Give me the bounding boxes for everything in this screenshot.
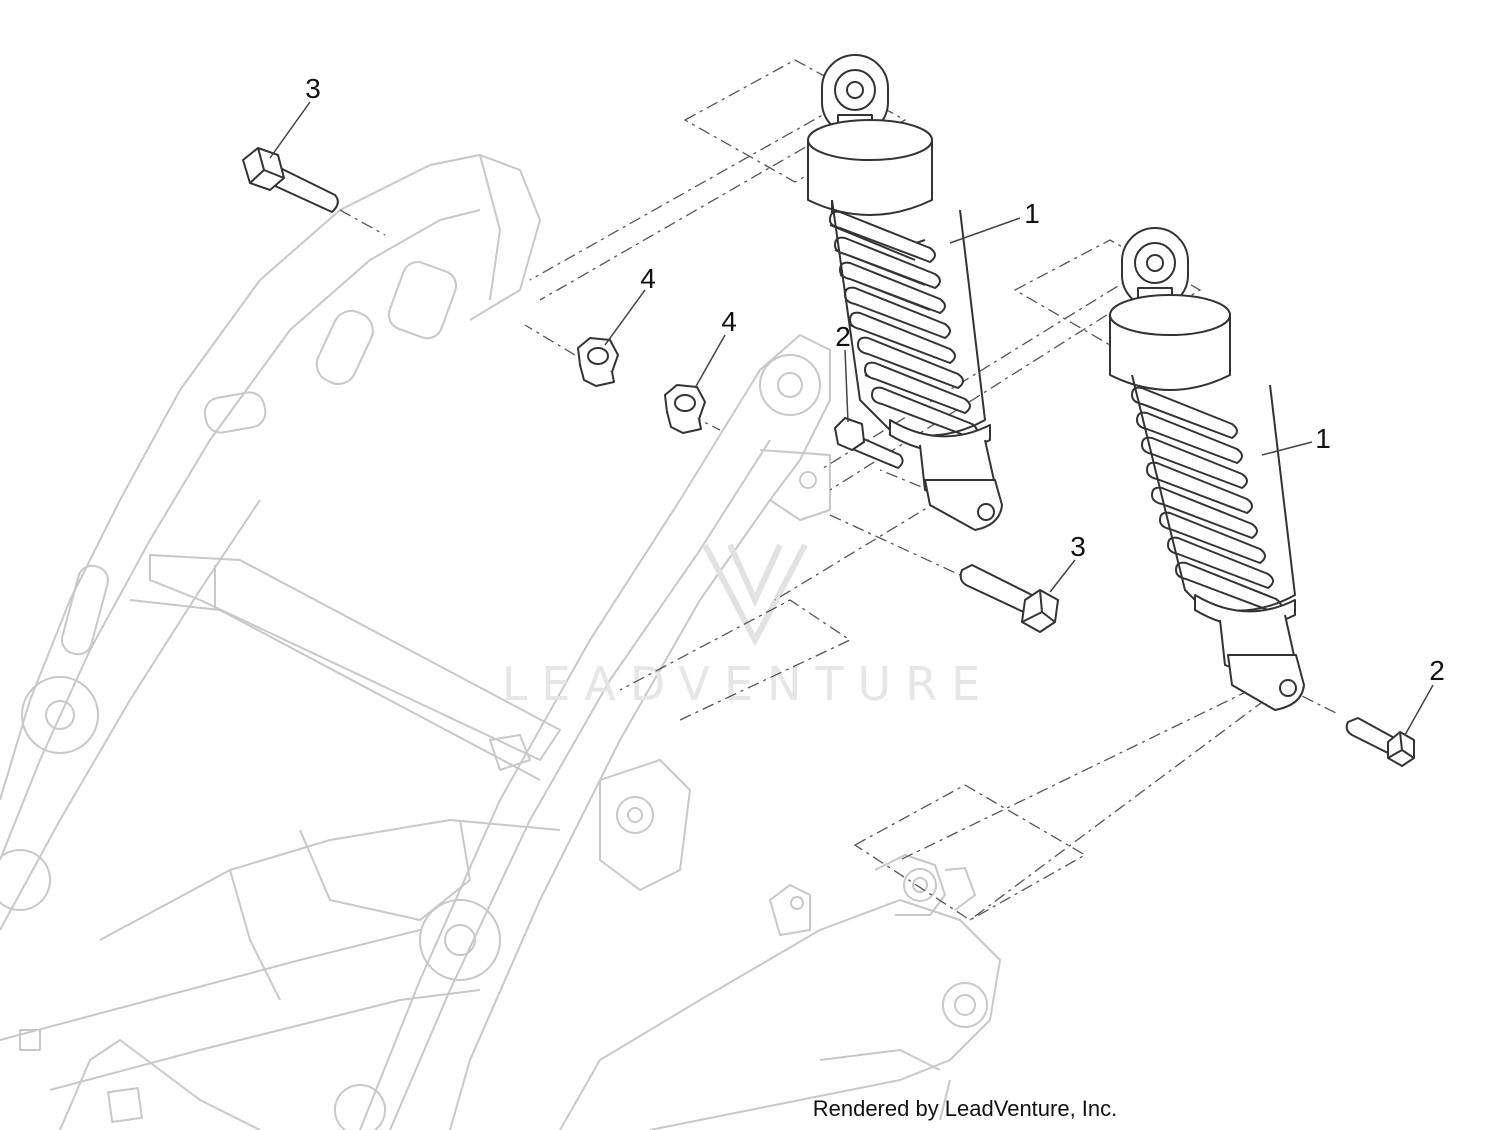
bolt-2-upper (834, 417, 904, 469)
assembly-lines (339, 59, 1341, 921)
bolt-2-lower (1345, 717, 1415, 767)
callout-4-left: 4 (640, 263, 656, 294)
nut-left (577, 337, 619, 387)
render-credit: Rendered by LeadVenture, Inc. (813, 1096, 1118, 1121)
callout-2-upper: 2 (835, 321, 851, 352)
callout-1-lower: 1 (1315, 423, 1331, 454)
chassis-frame (0, 154, 1001, 1130)
shock-absorber-right (1109, 227, 1305, 711)
watermark-text: LEADVENTURE (502, 657, 995, 711)
leader-lines (269, 101, 1434, 736)
bolt-upper-left (242, 147, 339, 213)
watermark-logo (702, 543, 808, 647)
shock-absorber-left (807, 54, 1003, 531)
nut-right (664, 384, 706, 434)
callout-4-right: 4 (721, 306, 737, 337)
bolt-3-lower (959, 564, 1059, 633)
callout-3-upper: 3 (305, 73, 321, 104)
callout-1-upper: 1 (1024, 198, 1040, 229)
callout-2-lower: 2 (1429, 655, 1445, 686)
callout-3-lower: 3 (1070, 531, 1086, 562)
